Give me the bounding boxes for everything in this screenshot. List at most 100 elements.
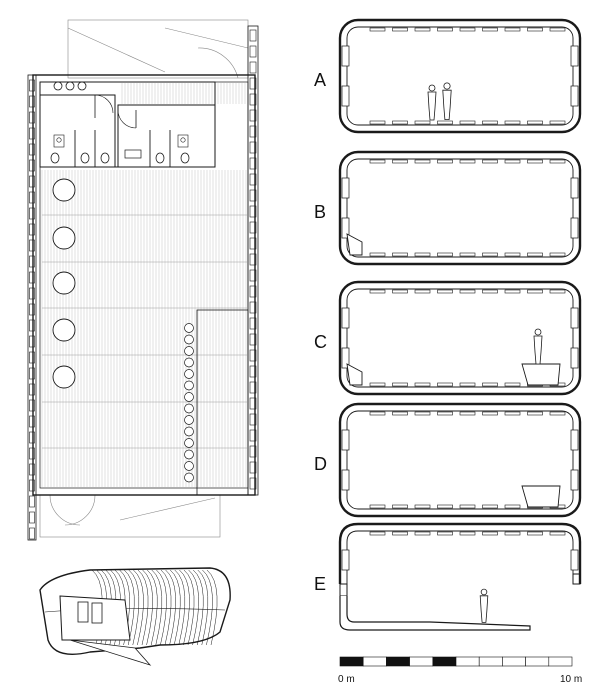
plan-right-panel-strip: [247, 25, 259, 496]
section-shell-inner: [346, 158, 574, 258]
shell-panel: [527, 289, 543, 294]
side-window: [570, 177, 579, 199]
scale-segment: [409, 656, 434, 667]
axo-rib: [160, 569, 172, 646]
scale-segment: [362, 656, 387, 667]
shell-panel: [504, 252, 521, 257]
axo-rib: [197, 569, 209, 646]
axo-rib: [193, 569, 204, 646]
bench-seat: [184, 334, 194, 345]
shell-panel: [369, 411, 386, 416]
wall-panel: [29, 399, 35, 412]
side-window: [570, 347, 579, 369]
wall-panel: [249, 125, 257, 138]
scale-segment: [455, 656, 480, 667]
bench-seat: [184, 323, 194, 333]
side-window: [341, 217, 350, 239]
bench-seat: [184, 426, 194, 437]
shell-panel: [437, 382, 453, 387]
shell-panel: [459, 382, 476, 387]
wall-panel: [249, 157, 257, 170]
shell-panel: [392, 120, 408, 125]
wall-panel: [29, 415, 35, 428]
shell-panel: [369, 159, 386, 164]
axo-rib: [142, 569, 153, 646]
scale-bar: 0 m 10 m: [338, 656, 582, 685]
wall-panel: [249, 205, 257, 218]
scale-end-label: 10 m: [560, 674, 582, 685]
shell-panel: [414, 382, 431, 387]
wc-sign-icon-head: [180, 137, 186, 143]
plan-left-panels: [29, 79, 35, 540]
section-e: E: [314, 522, 582, 631]
wall-panel: [29, 239, 35, 252]
shell-panel: [437, 159, 453, 164]
shell-panel: [459, 120, 476, 125]
restroom-door-swing: [94, 94, 114, 114]
shell-panel: [437, 411, 453, 416]
wall-panel: [249, 189, 257, 202]
bench-seat: [184, 449, 194, 460]
toilet-icon: [50, 152, 60, 164]
shell-panel: [459, 411, 476, 416]
person-figure-head: [534, 328, 542, 336]
axo-rib: [133, 569, 144, 646]
side-window: [570, 217, 579, 239]
shell-panel: [482, 531, 498, 536]
round-table: [52, 226, 76, 250]
shell-panel: [527, 252, 543, 257]
bench-seat: [184, 357, 194, 368]
shell-panel: [549, 27, 566, 32]
person-figure-head: [443, 82, 451, 90]
shell-panel: [437, 120, 453, 125]
shell-panel: [369, 27, 386, 32]
plan-door-swing-bottom-2: [64, 494, 96, 526]
side-window: [570, 85, 579, 107]
shell-panel: [459, 289, 476, 294]
wall-panel: [249, 397, 257, 410]
section-wall-end: [572, 573, 581, 585]
wall-panel: [29, 511, 35, 524]
scale-segment: [502, 656, 526, 667]
axo-rib: [165, 569, 176, 646]
side-window: [341, 307, 350, 329]
plan-bottom-guide: [39, 494, 221, 538]
side-window: [570, 429, 579, 451]
bench-seat: [184, 438, 194, 448]
plan-top-diagonal: [67, 27, 166, 73]
wall-panel: [29, 255, 35, 268]
axo-rib: [147, 569, 158, 646]
section-ramp: [339, 596, 531, 631]
bench-seats: [184, 323, 194, 483]
wall-panel: [249, 45, 257, 58]
wall-panel: [249, 269, 257, 282]
floor-pit-left: [346, 363, 363, 386]
shell-panel: [369, 252, 386, 257]
wall-panel: [29, 319, 35, 332]
shell-panel: [527, 120, 543, 125]
section-label: A: [314, 70, 326, 90]
section-label: C: [314, 332, 327, 352]
side-window: [341, 177, 350, 199]
floor-pit-right: [521, 363, 561, 386]
side-window: [570, 45, 579, 67]
axo-rib: [202, 569, 213, 646]
scale-segment: [478, 656, 503, 667]
plan-left-panel-strip: [27, 74, 37, 541]
shell-panel: [549, 252, 566, 257]
plan-top-diagonal-2: [164, 27, 249, 49]
shell-panel: [482, 289, 498, 294]
wall-panel: [29, 335, 35, 348]
axo-rib: [128, 569, 140, 646]
side-window: [341, 85, 350, 107]
section-shell-inner: [346, 530, 574, 584]
scale-segment: [525, 656, 550, 667]
shell-panel: [392, 531, 408, 536]
wall-panel: [249, 253, 257, 266]
section-shell-inner: [346, 288, 574, 388]
shell-panel: [437, 531, 453, 536]
floor-pit-right: [521, 485, 561, 508]
wall-panel: [29, 271, 35, 284]
shell-panel: [414, 252, 431, 257]
wall-panel: [249, 317, 257, 330]
